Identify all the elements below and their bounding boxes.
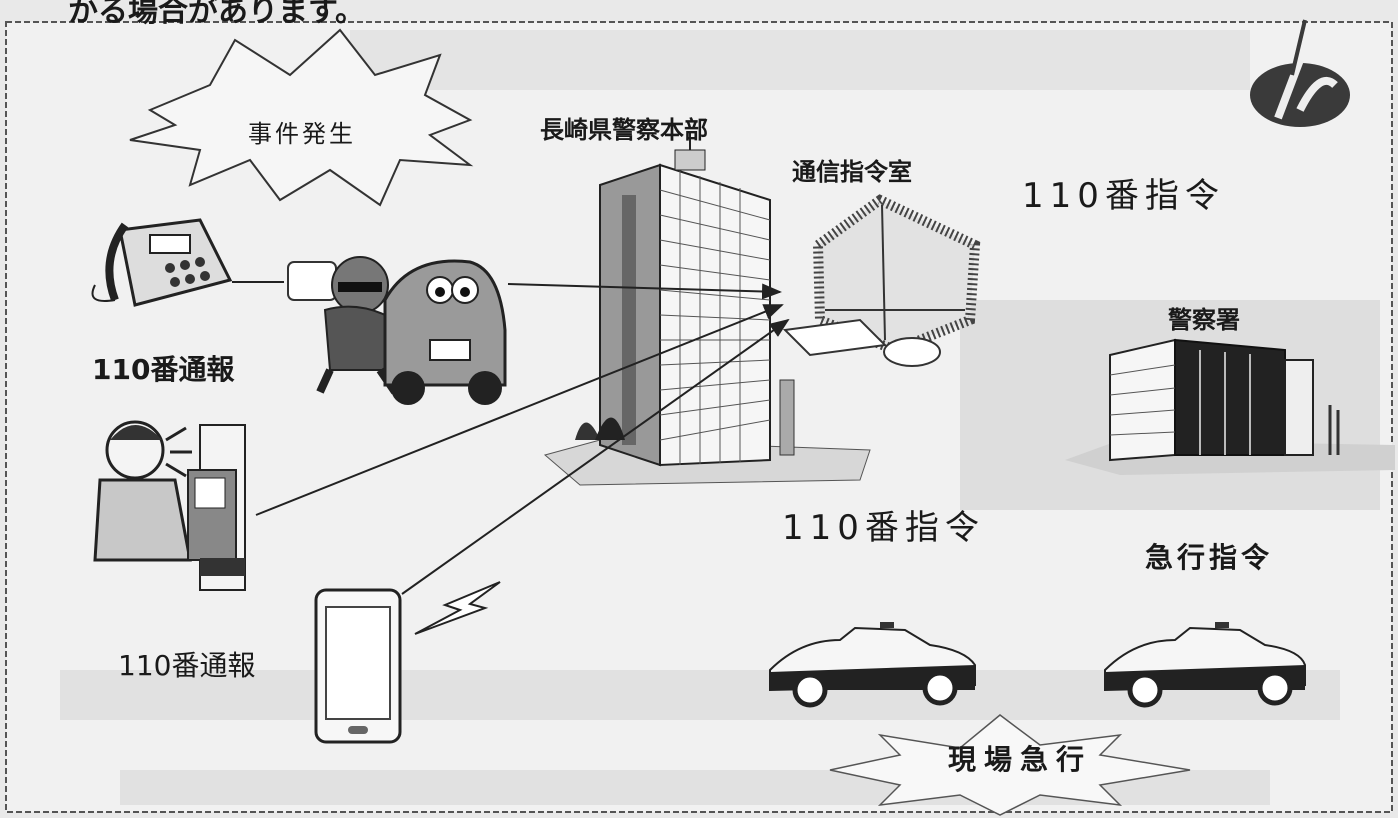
payphone-icon [187, 424, 246, 591]
lightning-icon [414, 581, 501, 635]
rush-burst [829, 714, 1191, 816]
label-police-station: 警察署 [1168, 306, 1240, 334]
label-rush-to-scene: 現場急行 [948, 743, 1093, 776]
label-report-bottom: 110番通報 [118, 649, 256, 682]
taxi-car-icon [383, 259, 507, 405]
camera-icon [287, 261, 337, 301]
top-cropped-text: かる場合があります。 [68, 0, 365, 29]
robber-icon [316, 256, 399, 395]
telephone-icon [91, 218, 233, 307]
smartphone-icon [314, 588, 402, 744]
command-room-icon [782, 194, 981, 367]
label-command-room: 通信指令室 [792, 158, 912, 186]
label-incident: 事件発生 [248, 120, 356, 148]
label-command-top: 110番指令 [1022, 176, 1225, 216]
label-command-center: 110番指令 [782, 508, 985, 548]
report-arrows [232, 281, 790, 595]
logo-icon [1250, 19, 1350, 127]
label-report-top: 110番通報 [92, 353, 235, 386]
police-station-icon [1065, 338, 1395, 475]
label-urgent-order: 急行指令 [1145, 541, 1274, 574]
label-hq: 長崎県警察本部 [540, 116, 708, 144]
hq-building-icon [543, 132, 871, 486]
payphone-caller-icon [93, 420, 192, 562]
incident-burst [129, 28, 474, 207]
patrol-car-1-icon [769, 622, 976, 708]
patrol-car-2-icon [1104, 622, 1306, 708]
